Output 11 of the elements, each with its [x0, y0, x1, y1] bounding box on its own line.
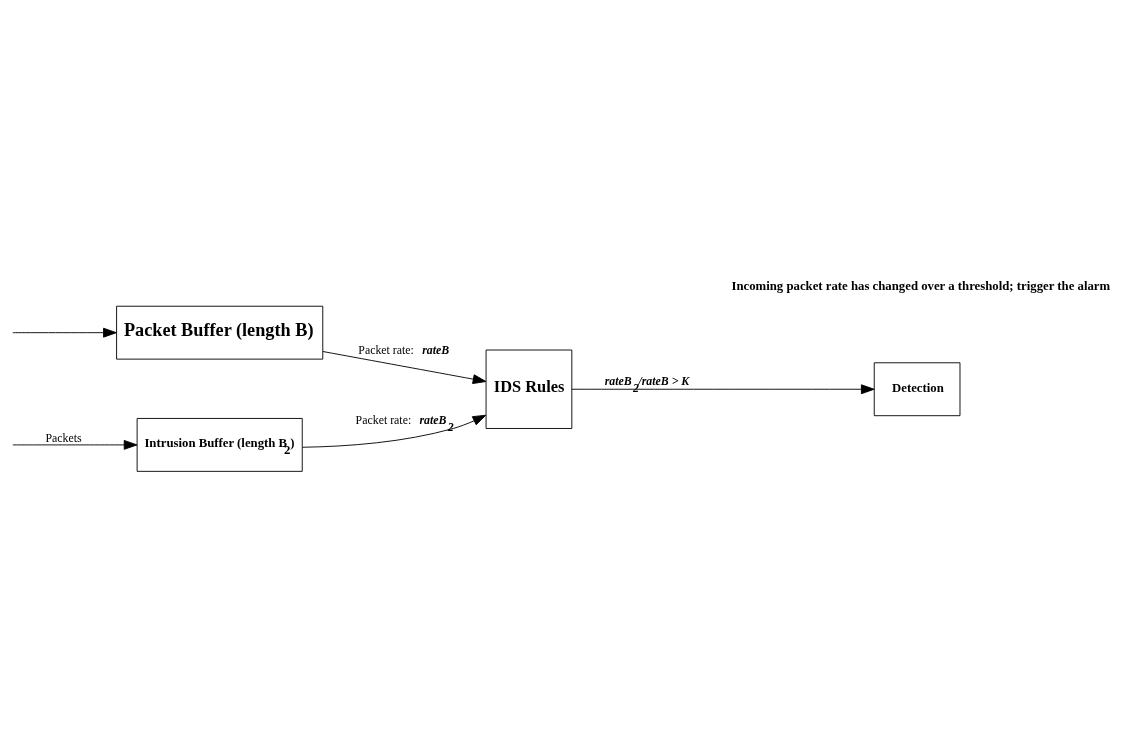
- node-box: Detection: [873, 361, 961, 416]
- label: Incoming packet rate has changed over a threshold; trigger the alarm: [731, 278, 1111, 293]
- edge-label: Packets: [45, 430, 82, 445]
- arrow: [12, 327, 117, 338]
- arrow: [302, 414, 487, 448]
- node-box: IDS Rules: [485, 349, 573, 429]
- arrow: [571, 383, 875, 394]
- arrow: [12, 439, 138, 450]
- arrow: [322, 350, 487, 384]
- edge-label: Packet rate: rateB: [358, 342, 450, 357]
- node-box: Packet Buffer (length B): [116, 305, 324, 360]
